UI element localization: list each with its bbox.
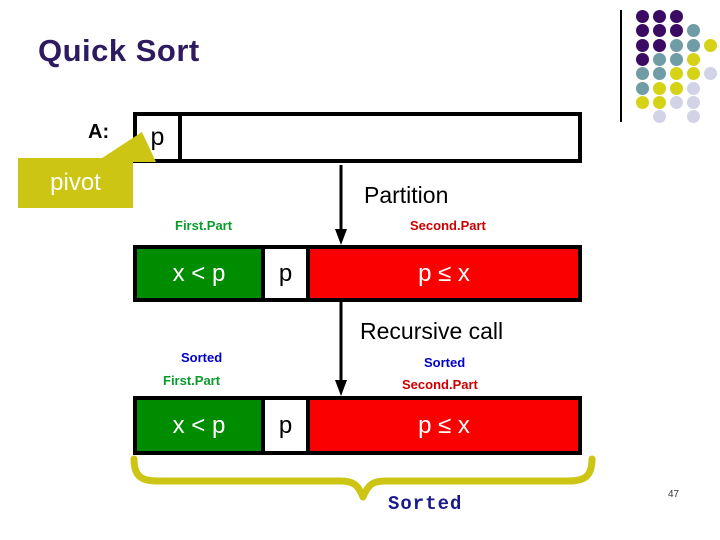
logo-dot	[687, 95, 700, 109]
logo-dot	[636, 67, 649, 81]
logo-dot	[670, 52, 683, 66]
label-secondpart: Second.Part	[410, 218, 486, 233]
array-pivot-cell: p	[137, 116, 182, 159]
logo-dot	[704, 38, 717, 52]
logo-dot	[670, 38, 683, 52]
array-label: A:	[88, 121, 110, 143]
logo-dot	[653, 38, 666, 52]
logo-dot	[687, 52, 700, 66]
logo-dot	[653, 24, 666, 38]
sorted-brace	[130, 455, 596, 501]
logo-dot	[653, 95, 666, 109]
logo-dot	[636, 81, 649, 95]
page-title: Quick Sort	[38, 33, 200, 68]
dot-grid-logo	[620, 6, 717, 124]
logo-dot	[636, 38, 649, 52]
logo-dot	[653, 67, 666, 81]
logo-divider-line	[620, 10, 622, 122]
logo-dot	[670, 10, 683, 23]
label-firstpart: First.Part	[175, 218, 233, 233]
bar1-pivot: p	[265, 249, 310, 298]
partition-arrow	[335, 165, 347, 245]
partitioned-array-bar: x < p p p ≤ x	[133, 245, 582, 302]
logo-dot	[687, 110, 700, 124]
label-sorted-second: Sorted	[424, 355, 466, 370]
sorted-final-label: Sorted	[388, 493, 463, 515]
logo-dot	[653, 81, 666, 95]
array-box: p	[133, 112, 582, 163]
pivot-callout: pivot	[18, 158, 133, 208]
partition-heading: Partition	[364, 182, 449, 208]
logo-dot	[670, 67, 683, 81]
logo-dot	[636, 24, 649, 38]
logo-dot	[636, 95, 649, 109]
label-sorted-firstpart: First.Part	[163, 373, 221, 388]
logo-dot	[670, 95, 683, 109]
logo-dot	[687, 81, 700, 95]
recursive-call-heading: Recursive call	[360, 318, 504, 344]
logo-dot	[687, 67, 700, 81]
label-sorted-first: Sorted	[181, 350, 223, 365]
bar2-second-part: p ≤ x	[310, 400, 578, 451]
logo-dot	[687, 38, 700, 52]
pivot-callout-label: pivot	[50, 169, 101, 196]
logo-dot	[636, 10, 649, 23]
bar1-first-part: x < p	[137, 249, 265, 298]
logo-dot	[704, 67, 717, 81]
bar2-first-part: x < p	[137, 400, 265, 451]
logo-dot	[653, 10, 666, 23]
page-number: 47	[668, 489, 680, 500]
logo-dot	[687, 24, 700, 38]
logo-dot	[670, 24, 683, 38]
logo-dot	[636, 52, 649, 66]
logo-dot	[670, 81, 683, 95]
bar1-second-part: p ≤ x	[310, 249, 578, 298]
pivot-callout-tail	[96, 132, 156, 162]
array-remaining-cell	[182, 116, 578, 159]
logo-dot	[653, 52, 666, 66]
bar2-pivot: p	[265, 400, 310, 451]
recursive-call-arrow	[335, 302, 347, 396]
label-sorted-secondpart: Second.Part	[402, 377, 478, 392]
recursed-array-bar: x < p p p ≤ x	[133, 396, 582, 455]
logo-dot	[653, 110, 666, 124]
